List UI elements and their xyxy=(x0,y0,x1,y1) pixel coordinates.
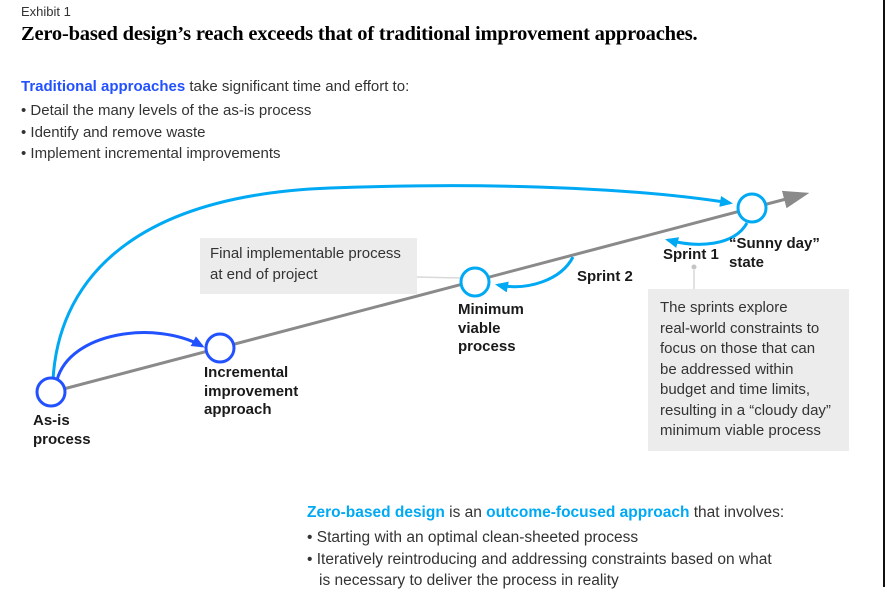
page-title: Zero-based design’s reach exceeds that o… xyxy=(21,23,698,45)
final-callout-leader-line xyxy=(415,276,461,279)
list-item: • Implement incremental improvements xyxy=(21,145,281,162)
incremental-improvement-arc xyxy=(55,331,205,381)
minimum-viable-node-label: Minimum viable process xyxy=(458,301,524,355)
intro-rest: take significant time and effort to: xyxy=(185,78,410,95)
sprint1-arc xyxy=(665,222,749,248)
sunny-day-node-circle xyxy=(736,192,768,224)
list-item: • Starting with an optimal clean-sheeted… xyxy=(307,529,639,546)
zero-based-bullet-list: • Starting with an optimal clean-sheeted… xyxy=(307,527,872,592)
minimum-viable-node-circle xyxy=(459,266,491,298)
exhibit-label: Exhibit 1 xyxy=(21,4,71,19)
traditional-bullet-list: • Detail the many levels of the as-is pr… xyxy=(21,100,311,165)
footer-mid: is an xyxy=(444,504,487,521)
footer-rest: that involves: xyxy=(689,504,785,521)
sprint1-label: Sprint 1 xyxy=(663,246,719,263)
final-process-callout: Final implementable process at end of pr… xyxy=(200,238,417,294)
footer-highlight-2: outcome-focused approach xyxy=(486,504,690,521)
trend-arrow-line xyxy=(51,190,810,394)
sprints-leader-dot xyxy=(691,264,697,270)
intro-highlight: Traditional approaches xyxy=(21,78,186,95)
list-item: • Identify and remove waste xyxy=(21,123,206,141)
zero-based-design-block: Zero-based design is an outcome-focused … xyxy=(307,502,872,592)
list-item: • Detail the many levels of the as-is pr… xyxy=(21,102,312,119)
as-is-node-circle xyxy=(35,376,67,408)
sunny-day-node-label: “Sunny day” state xyxy=(729,235,820,271)
list-item: • Iteratively reintroducing and addressi… xyxy=(307,550,772,590)
intro-line: Traditional approaches take significant … xyxy=(21,78,409,95)
as-is-node-label: As-is process xyxy=(33,412,91,448)
sprint2-label: Sprint 2 xyxy=(577,268,633,285)
footer-highlight-1: Zero-based design xyxy=(307,504,445,521)
footer-heading: Zero-based design is an outcome-focused … xyxy=(307,502,872,524)
sprints-note-callout: The sprints explore real-world constrain… xyxy=(648,289,849,451)
incremental-node-label: Incremental improvement approach xyxy=(204,364,299,418)
sprint2-arc xyxy=(495,256,575,293)
right-edge-rule xyxy=(883,0,885,587)
zero-based-leap-arc xyxy=(51,184,733,381)
incremental-node-circle xyxy=(204,332,236,364)
